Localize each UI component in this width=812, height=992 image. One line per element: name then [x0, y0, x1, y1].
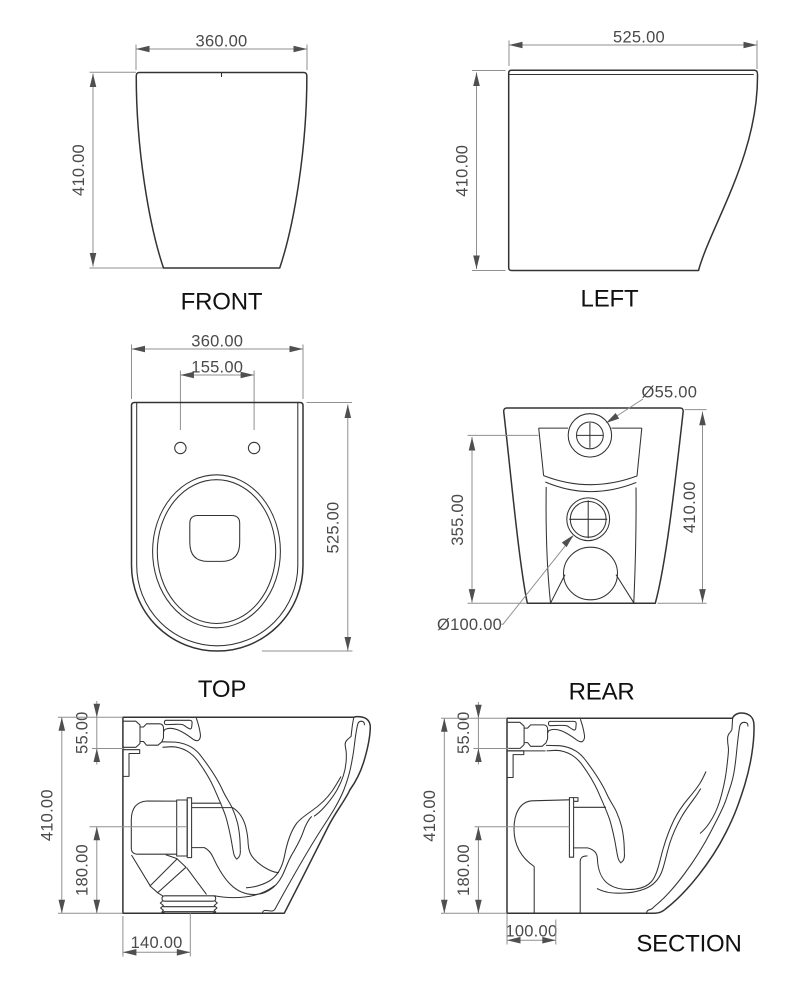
- svg-text:410.00: 410.00: [70, 144, 88, 196]
- svg-text:FRONT: FRONT: [181, 288, 263, 315]
- svg-text:LEFT: LEFT: [581, 286, 639, 313]
- svg-text:180.00: 180.00: [455, 844, 473, 896]
- svg-text:525.00: 525.00: [613, 28, 665, 46]
- svg-text:TOP: TOP: [198, 676, 246, 703]
- svg-text:155.00: 155.00: [191, 358, 243, 376]
- svg-text:355.00: 355.00: [449, 494, 467, 546]
- svg-text:525.00: 525.00: [325, 502, 343, 554]
- svg-text:410.00: 410.00: [421, 790, 439, 842]
- svg-text:410.00: 410.00: [39, 789, 57, 841]
- svg-text:SECTION: SECTION: [636, 930, 741, 957]
- svg-text:360.00: 360.00: [196, 32, 248, 50]
- svg-text:140.00: 140.00: [131, 934, 183, 952]
- svg-text:Ø100.00: Ø100.00: [437, 616, 502, 634]
- svg-text:55.00: 55.00: [455, 711, 473, 754]
- svg-text:REAR: REAR: [569, 679, 635, 706]
- svg-text:360.00: 360.00: [191, 332, 243, 350]
- svg-text:100.00: 100.00: [505, 923, 557, 941]
- svg-text:410.00: 410.00: [681, 481, 699, 533]
- svg-text:180.00: 180.00: [74, 844, 92, 896]
- svg-text:Ø55.00: Ø55.00: [642, 384, 698, 402]
- svg-text:55.00: 55.00: [73, 711, 91, 754]
- svg-text:410.00: 410.00: [453, 145, 471, 197]
